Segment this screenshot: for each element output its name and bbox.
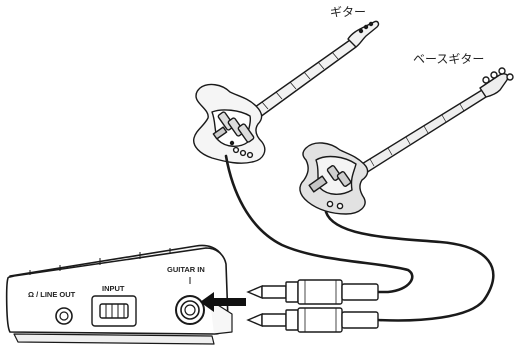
line-out-label: Ω / LINE OUT	[28, 290, 76, 299]
guitar-in-jack	[176, 296, 204, 324]
bass-cable	[326, 212, 493, 320]
guitar-in-label: GUITAR IN	[167, 265, 205, 274]
input-switch	[92, 296, 136, 326]
input-label: INPUT	[102, 284, 125, 293]
bass-label: ベースギター	[413, 52, 484, 66]
bass-guitar	[300, 68, 513, 214]
jack-plug-top	[248, 280, 378, 304]
jack-plug-bottom	[248, 308, 378, 332]
guitar-label: ギター	[330, 5, 366, 19]
electric-guitar	[194, 21, 379, 163]
